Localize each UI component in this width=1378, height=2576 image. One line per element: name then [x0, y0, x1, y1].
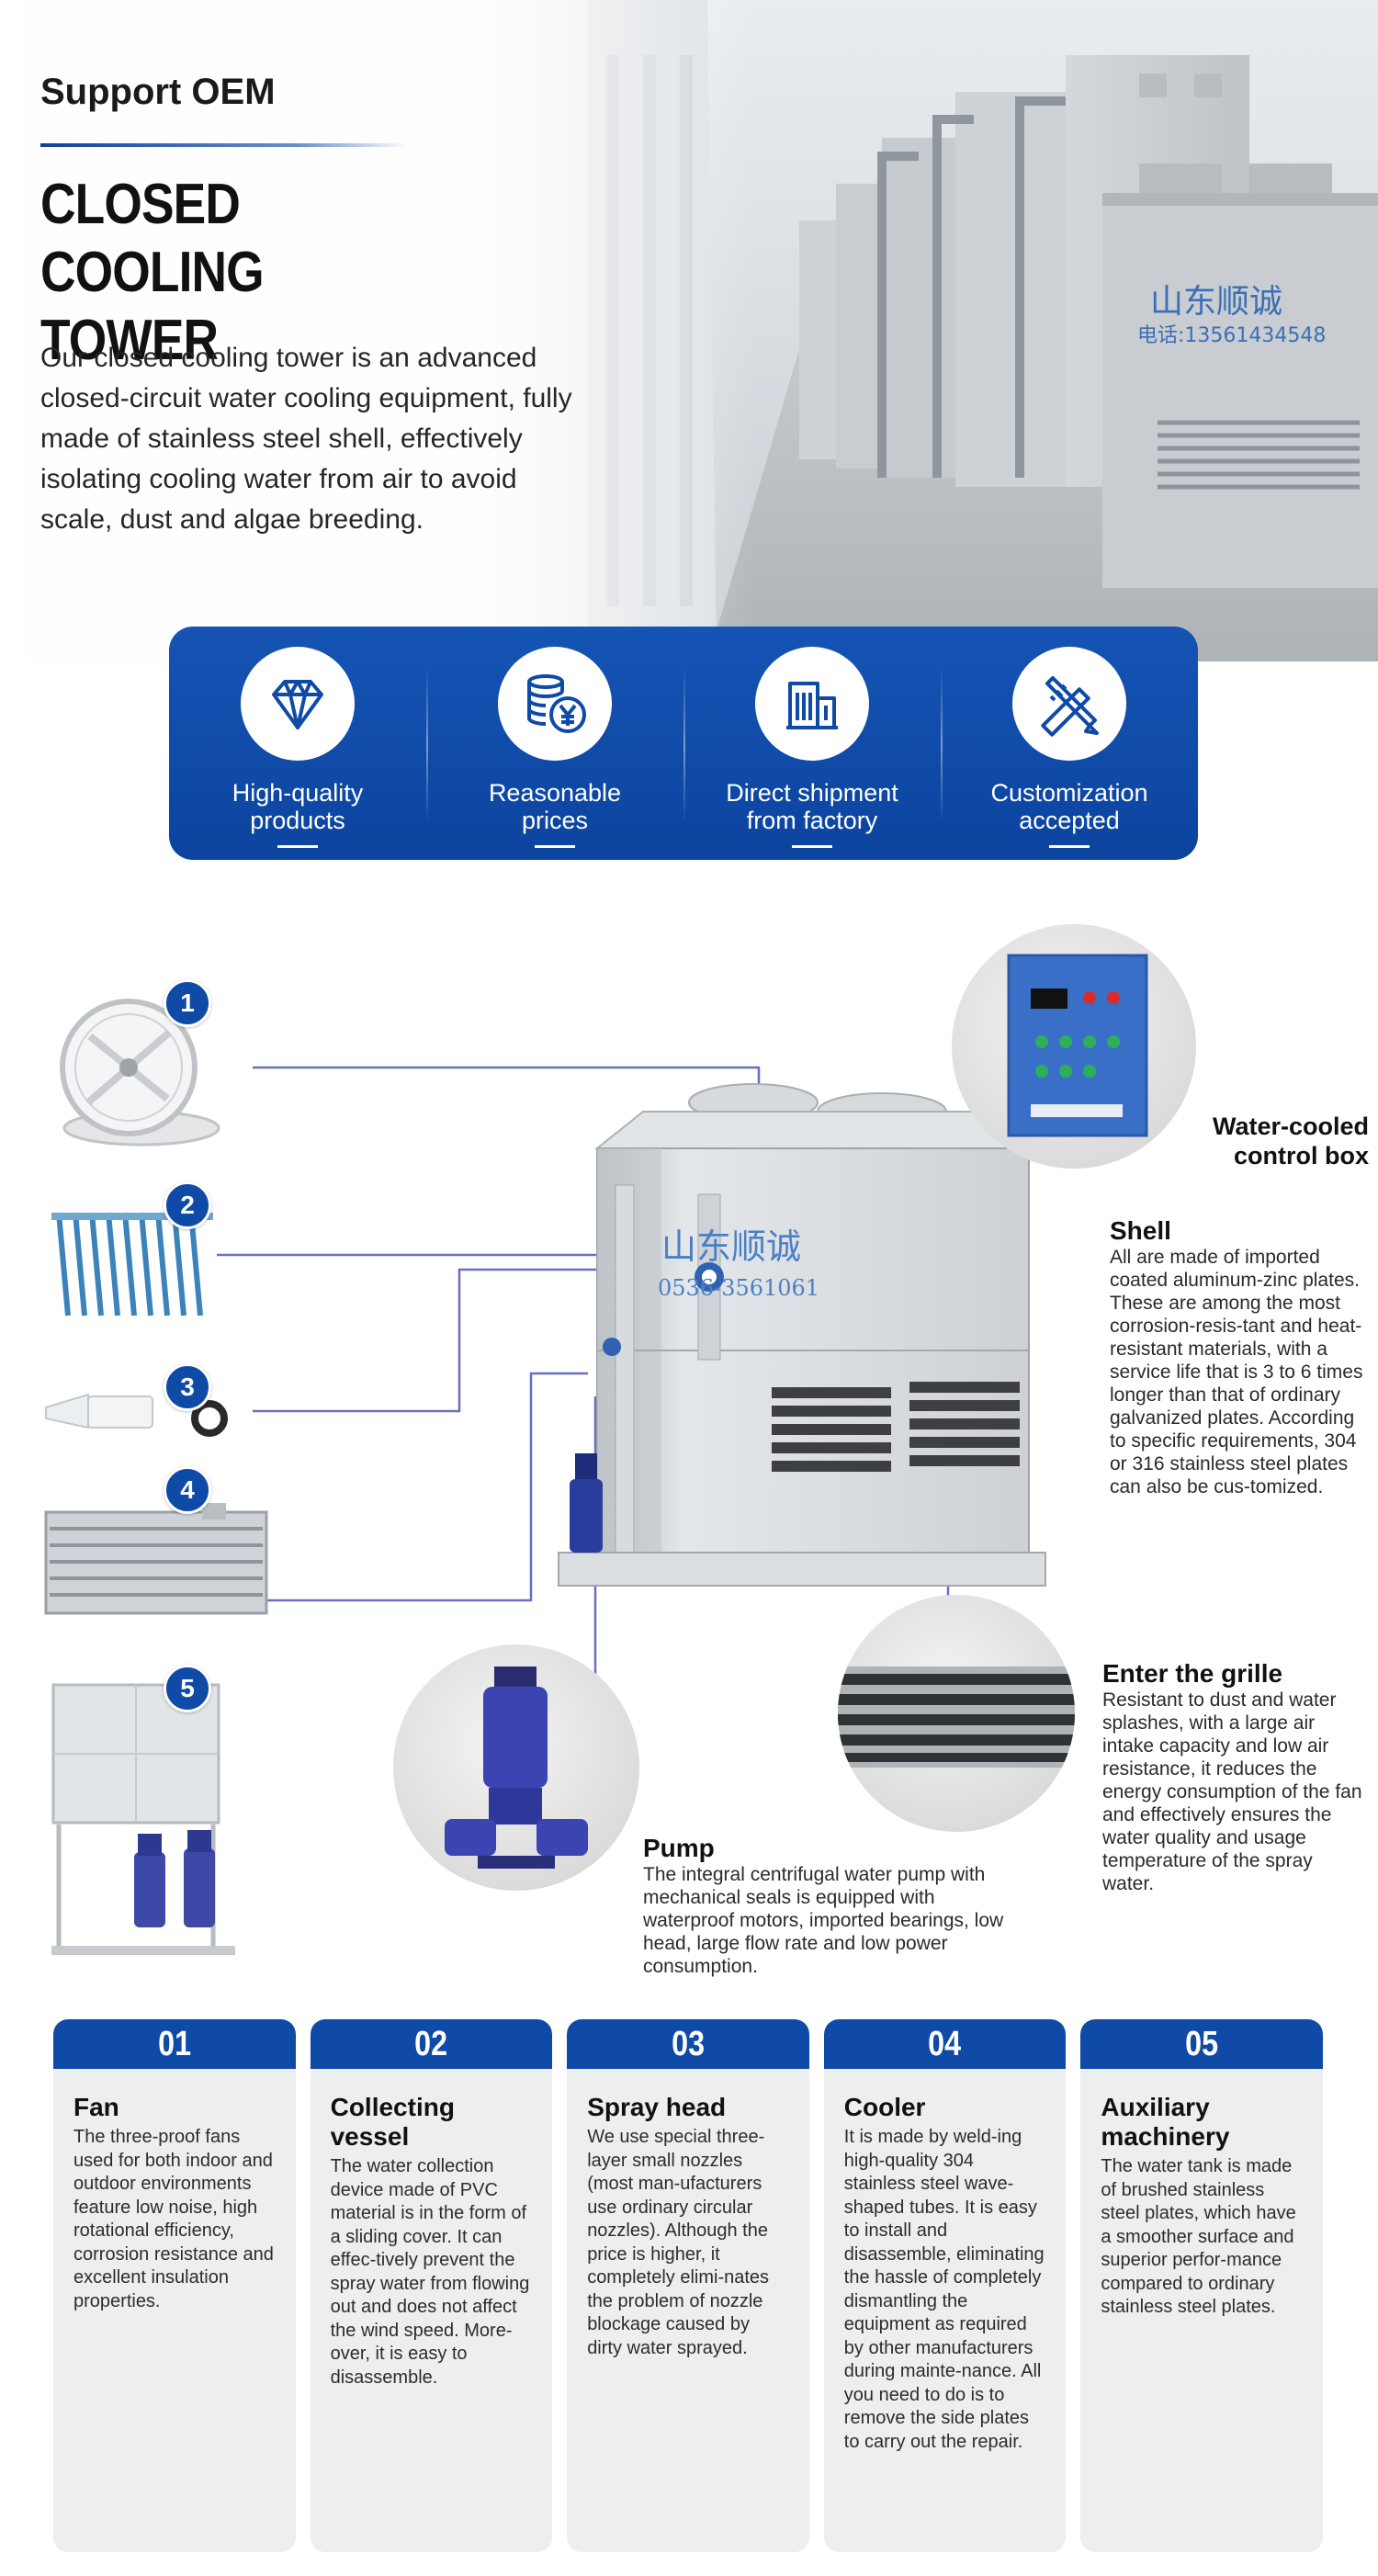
shell-text: All are made of imported coated aluminum…: [1110, 1247, 1363, 1497]
card-cooler: 04 Cooler It is made by weld-ing high-qu…: [823, 2019, 1067, 2552]
photo-sign-cn: 山东顺诚: [1150, 283, 1282, 321]
feature-label-line2: from factory: [746, 807, 878, 834]
card-title: Collecting vessel: [330, 2093, 455, 2151]
card-text: The three-proof fans used for both indoo…: [73, 2127, 274, 2311]
card-title: Fan: [73, 2093, 119, 2121]
card-title: Spray head: [587, 2093, 727, 2121]
card-number: 02: [310, 2019, 553, 2069]
card-text: The water collection device made of PVC …: [330, 2156, 530, 2388]
hero-section: 山东顺诚 电话:13561434548 Support OEM CLOSED C…: [0, 0, 1378, 661]
hero-title: CLOSED COOLING TOWER: [40, 173, 265, 372]
pump-title: Pump: [643, 1834, 715, 1862]
card-title: Auxiliary machinery: [1101, 2093, 1230, 2151]
tower-sign-cn: 山东顺诚: [661, 1226, 801, 1267]
card-number: 01: [53, 2019, 296, 2069]
card-text: We use special three-layer small nozzles…: [587, 2127, 770, 2358]
card-spray-head: 03 Spray head We use special three-layer…: [567, 2019, 809, 2552]
grille-callout: Enter the grille Resistant to dust and w…: [1102, 1659, 1369, 1895]
hero-eyebrow: Support OEM: [40, 72, 276, 112]
collecting-vessel-icon: [51, 1212, 213, 1316]
closed-cooling-tower-main: 山东顺诚 0536-3561061: [558, 1083, 1046, 1587]
spray-head-icon: [45, 1393, 228, 1437]
ruler-pencil-icon: [1012, 647, 1126, 761]
feature-label-line2: products: [250, 807, 345, 834]
hero-fade-overlay: [0, 0, 753, 661]
fan-icon: [60, 999, 220, 1147]
pump-photo: [393, 1644, 639, 1891]
component-diagram: 1 2 3 4 5: [0, 910, 1378, 2003]
photo-sign-phone: 电话:13561434548: [1137, 324, 1326, 347]
card-collecting-vessel: 02 Collecting vessel The water collectio…: [310, 2019, 553, 2552]
grille-title: Enter the grille: [1102, 1659, 1283, 1688]
feature-label-line1: Customization: [990, 779, 1148, 807]
badge-1: 1: [164, 979, 211, 1027]
component-cards: 01 Fan The three-proof fans used for bot…: [53, 2019, 1323, 2552]
badge-4: 4: [164, 1466, 211, 1514]
pump-text: The integral centrifugal water pump with…: [643, 1864, 1004, 1977]
feature-label-line1: Reasonable: [488, 779, 622, 807]
eyebrow-divider: [40, 143, 408, 147]
factory-building-icon: [755, 647, 869, 761]
grille-photo: [838, 1595, 1075, 1832]
feature-label-line1: Direct shipment: [726, 779, 898, 807]
feature-label-line2: prices: [521, 807, 589, 834]
card-text: It is made by weld-ing high-quality 304 …: [843, 2127, 1045, 2452]
card-number: 03: [567, 2019, 809, 2069]
feature-dash: [1049, 845, 1090, 848]
badge-3: 3: [164, 1363, 211, 1411]
diamond-icon: [241, 647, 355, 761]
cooling-tower-photo: 山东顺诚 电话:13561434548: [588, 0, 1378, 661]
feature-dash: [277, 845, 318, 848]
feature-label-line2: accepted: [1019, 807, 1120, 834]
card-auxiliary-machinery: 05 Auxiliary machinery The water tank is…: [1080, 2019, 1323, 2552]
coins-yen-icon: [498, 647, 612, 761]
feature-dash: [535, 845, 575, 848]
tower-sign-phone: 0536-3561061: [658, 1275, 819, 1301]
auxiliary-machinery-icon: [51, 1683, 235, 1955]
badge-2: 2: [164, 1181, 211, 1229]
hero-description: Our closed cooling tower is an advanced …: [40, 343, 572, 535]
card-text: The water tank is made of brushed stainl…: [1101, 2156, 1296, 2317]
feature-label-line1: High-quality: [232, 779, 364, 807]
feature-dash: [792, 845, 832, 848]
shell-title: Shell: [1110, 1216, 1171, 1245]
grille-text: Resistant to dust and water splashes, wi…: [1102, 1689, 1362, 1894]
card-title: Cooler: [843, 2093, 926, 2121]
badge-5: 5: [164, 1665, 211, 1712]
cooler-coil-icon: [44, 1503, 268, 1615]
card-number: 04: [823, 2019, 1067, 2069]
pump-callout: Pump The integral centrifugal water pump…: [643, 1834, 1011, 1978]
card-fan: 01 Fan The three-proof fans used for bot…: [53, 2019, 296, 2552]
shell-callout: Shell All are made of imported coated al…: [1110, 1216, 1365, 1498]
card-number: 05: [1080, 2019, 1323, 2069]
control-box-photo: [952, 924, 1196, 1169]
